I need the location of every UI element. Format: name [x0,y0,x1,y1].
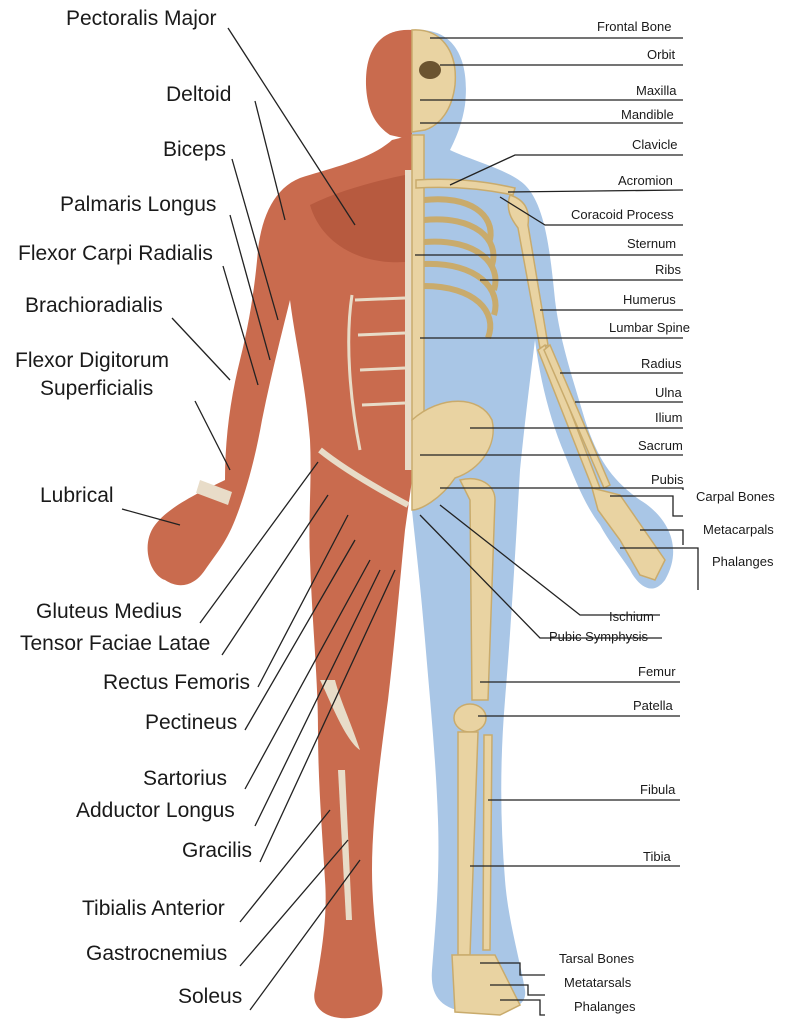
label-fibula: Fibula [640,783,675,796]
label-patella: Patella [633,699,673,712]
label-mandible: Mandible [621,108,674,121]
label-gracilis: Gracilis [182,840,252,861]
spine [412,135,424,420]
label-adductor-longus: Adductor Longus [76,800,235,821]
label-tibialis-anterior: Tibialis Anterior [82,898,225,919]
muscle-half [148,30,412,1018]
label-pubis: Pubis [651,473,684,486]
label-gluteus-medius: Gluteus Medius [36,601,182,622]
label-palmaris-longus: Palmaris Longus [60,194,216,215]
label-radius: Radius [641,357,681,370]
label-clavicle: Clavicle [632,138,678,151]
label-pubic-symphysis: Pubic Symphysis [549,630,648,643]
label-acromion: Acromion [618,174,673,187]
orbit-socket [419,61,441,79]
label-gastrocnemius: Gastrocnemius [86,943,227,964]
label-phalanges-foot: Phalanges [574,1000,635,1013]
label-orbit: Orbit [647,48,675,61]
label-lubrical: Lubrical [40,485,114,506]
label-metacarpals: Metacarpals [703,523,774,536]
linea-alba [405,170,412,470]
label-rectus-femoris: Rectus Femoris [103,672,250,693]
label-maxilla: Maxilla [636,84,676,97]
label-biceps: Biceps [163,139,226,160]
label-flexor-digitorum: Flexor Digitorum [15,350,169,371]
patella [454,704,486,732]
label-carpal-bones: Carpal Bones [696,490,775,503]
label-soleus: Soleus [178,986,242,1007]
label-ilium: Ilium [655,411,682,424]
label-femur: Femur [638,665,676,678]
label-metatarsals: Metatarsals [564,976,631,989]
label-coracoid-process: Coracoid Process [571,208,674,221]
fibula [483,735,492,950]
label-phalanges-hand: Phalanges [712,555,773,568]
label-lumbar-spine: Lumbar Spine [609,321,690,334]
label-frontal-bone: Frontal Bone [597,20,671,33]
label-ulna: Ulna [655,386,682,399]
label-sacrum: Sacrum [638,439,683,452]
label-superficialis: Superficialis [40,378,153,399]
label-tensor-faciae-latae: Tensor Faciae Latae [20,633,210,654]
muscle-torso [148,135,412,1018]
label-sartorius: Sartorius [143,768,227,789]
label-brachioradialis: Brachioradialis [25,295,163,316]
label-tibia: Tibia [643,850,671,863]
label-ischium: Ischium [609,610,654,623]
label-sternum: Sternum [627,237,676,250]
label-tarsal-bones: Tarsal Bones [559,952,634,965]
label-flexor-carpi-radialis: Flexor Carpi Radialis [18,243,213,264]
label-deltoid: Deltoid [166,84,231,105]
label-pectineus: Pectineus [145,712,237,733]
label-humerus: Humerus [623,293,676,306]
label-ribs: Ribs [655,263,681,276]
muscle-head [366,30,412,140]
label-pectoralis-major: Pectoralis Major [66,8,217,29]
